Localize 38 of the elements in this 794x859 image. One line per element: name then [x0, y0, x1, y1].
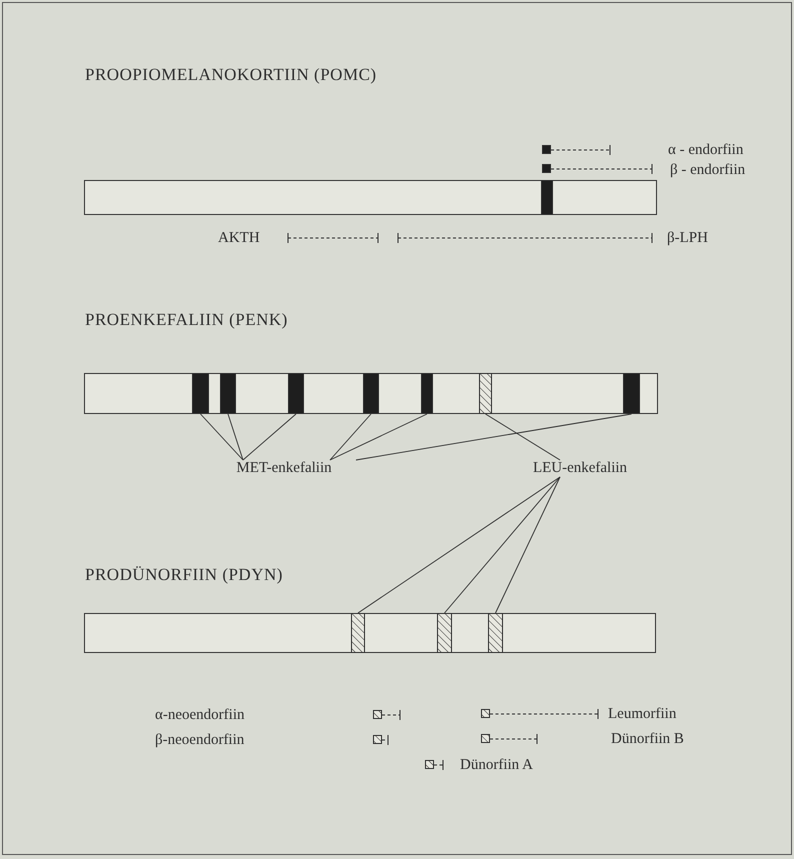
peptide-segment: [421, 373, 433, 414]
leader-line: [444, 476, 560, 614]
peptide-name: Dünorfiin A: [460, 756, 533, 775]
leader-line: [228, 414, 244, 460]
hatched-segment: [479, 373, 492, 414]
peptide-name: AKTH: [218, 229, 260, 248]
protein-title: PRODÜNORFIIN (PDYN): [85, 564, 283, 586]
peptide-label: LEU-enkefaliin: [520, 459, 640, 477]
peptide-segment: [623, 373, 640, 414]
hatched-segment: [488, 613, 503, 653]
leader-line: [200, 414, 244, 460]
hatched-segment: [351, 613, 365, 653]
peptide-segment: [363, 373, 379, 414]
leader-line: [495, 476, 560, 614]
protein-bar: [84, 373, 658, 414]
peptide-segment: [220, 373, 236, 414]
leader-line: [330, 414, 428, 460]
protein-title: PROOPIOMELANOKORTIIN (POMC): [85, 64, 377, 86]
protein-bar: [84, 613, 656, 653]
leader-line: [358, 476, 560, 614]
peptide-name: β-neoendorfiin: [155, 731, 244, 750]
peptide-name: Leumorfiin: [608, 705, 676, 724]
protein-title: PROENKEFALIIN (PENK): [85, 309, 288, 331]
leader-line: [242, 414, 296, 460]
protein-bar: [84, 180, 657, 215]
peptide-name: α-neoendorfiin: [155, 706, 244, 725]
peptide-label: MET-enkefaliin: [214, 459, 354, 477]
hatched-segment: [437, 613, 452, 653]
leader-line: [485, 414, 560, 460]
peptide-segment: [192, 373, 209, 414]
leader-line: [356, 414, 632, 460]
peptide-name: Dünorfiin B: [611, 730, 684, 749]
peptide-segment: [541, 180, 553, 215]
peptide-name: β-LPH: [667, 229, 708, 248]
peptide-name: α - endorfiin: [668, 141, 744, 160]
peptide-name: β - endorfiin: [670, 161, 746, 180]
leader-line: [330, 414, 372, 460]
peptide-segment: [288, 373, 304, 414]
